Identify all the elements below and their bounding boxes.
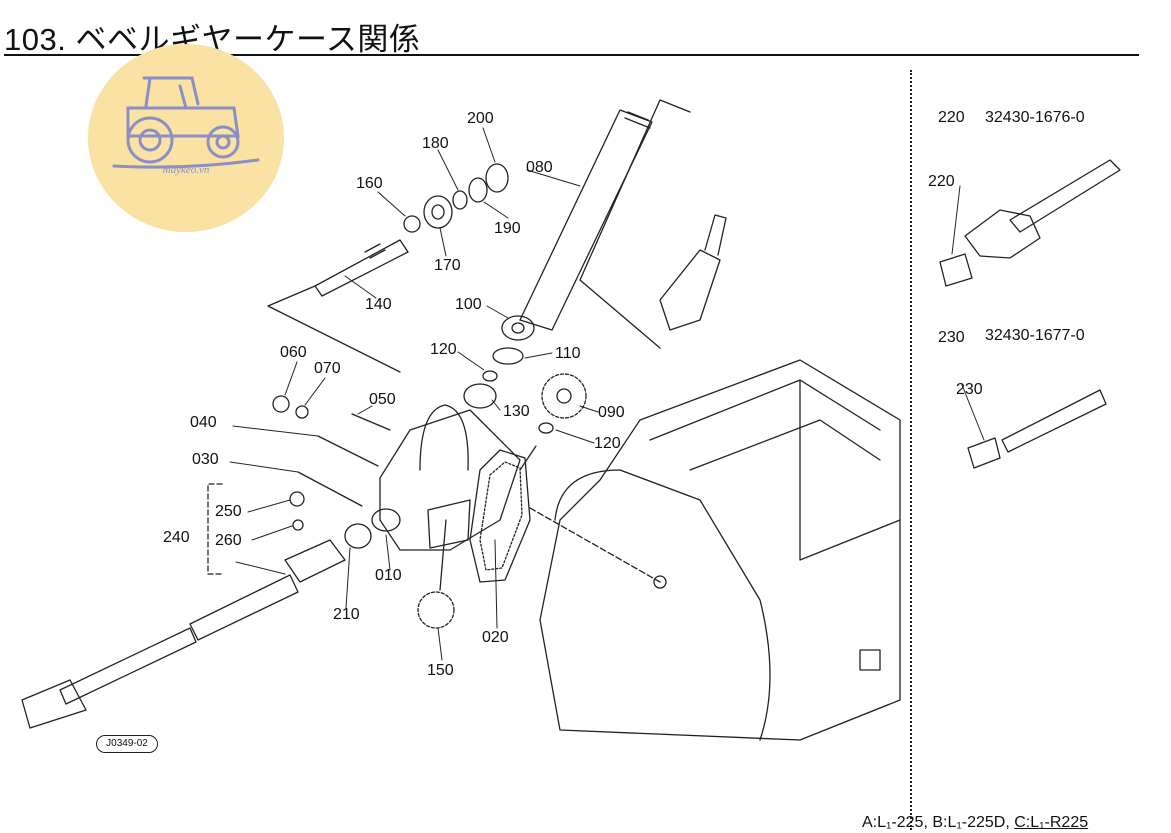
housing-side-edge [799,379,901,561]
phantom-line-150 [439,519,447,591]
part-label: 140 [365,296,392,313]
transmission-housing-outline [539,359,901,741]
gear-case-top-arch [419,404,469,471]
part-label: 240 [163,529,190,546]
gasket-inner [479,461,523,571]
universal-joint-top [659,249,721,331]
housing-inner-edge [689,419,881,471]
part-label: 030 [192,451,219,468]
part-label: 210 [333,606,360,623]
part-label: 020 [482,629,509,646]
bolt-250 [289,491,305,507]
alternate-part-number: 32430-1677-0 [985,327,1085,344]
shaft-080-splines [624,111,651,129]
bolt-040 [317,435,379,467]
alternate-number: 230 [938,329,965,346]
nut-060 [272,395,290,413]
alternate-callout: 220 [928,173,955,190]
phantom-line-140 [267,285,401,373]
drive-shaft [189,574,299,641]
snap-ring-180 [452,190,468,210]
gear-case-window [427,499,471,549]
model-applicability: A:L₁-225, B:L₁-225D, C:L₁-R225 [862,814,1088,832]
part-label: 200 [467,110,494,127]
bolt-050 [351,413,391,431]
part-label: 090 [598,404,625,421]
shaft-140 [314,239,409,297]
phantom-line-080 [579,99,691,349]
part-label: 160 [356,175,383,192]
part-label: 110 [555,345,581,362]
gear-090 [541,373,587,419]
part-label: 180 [422,135,449,152]
drawing-code: J0349-02 [96,735,158,753]
seal-160 [403,215,421,233]
part-label: 100 [455,296,482,313]
part-label: 070 [314,360,341,377]
bearing-170-inner [431,204,445,220]
phantom-line-housing [529,507,661,583]
bearing-130 [463,383,497,409]
gear-case-body [379,409,521,551]
column-divider [910,70,912,830]
bearing-210 [344,523,372,549]
part-label: 250 [215,503,242,520]
bearing-170 [423,195,453,229]
bolt-030 [297,471,363,507]
model-a: A:L₁-225, [862,814,928,831]
washer-260 [292,519,304,531]
universal-joint-end [21,679,87,729]
part-label: 060 [280,344,307,361]
seal-010 [371,508,401,532]
snap-ring-190 [468,177,488,203]
washer-120b [538,422,554,434]
alternate-part-number: 32430-1676-0 [985,109,1085,126]
part-label: 120 [594,435,621,452]
model-c: C:L₁-R225 [1014,814,1089,831]
watermark-text: maykeo.vn [162,164,210,176]
housing-boss [859,649,881,671]
alternate-number: 220 [938,109,965,126]
housing-bolt-hole [653,575,667,589]
part-label: 190 [494,220,521,237]
shaft-080 [519,109,653,331]
part-label: 130 [503,403,530,420]
part-label: 150 [427,662,454,679]
part-label: 170 [434,257,461,274]
part-label: 260 [215,532,242,549]
alternate-callout: 230 [956,381,983,398]
leader-lines [229,127,599,661]
alternate-parts-drawings [939,159,1121,469]
universal-joint-top-shaft [704,214,727,256]
collar-200 [485,163,509,193]
gear-090-hub [556,388,572,404]
gear-150 [417,591,455,629]
bearing-100 [501,315,535,341]
gasket-outline [469,449,531,583]
bearing-100-inner [511,322,525,334]
watermark-logo: maykeo.vn [88,44,284,232]
phantom-line-gear [519,445,537,471]
title-underline [4,54,1139,56]
part-label: 010 [375,567,402,584]
tractor-icon [112,76,260,169]
part-label: 050 [369,391,396,408]
washer-070 [295,405,309,419]
part-label: 080 [526,159,553,176]
universal-joint-main [284,539,346,583]
snap-ring-110 [492,347,524,365]
shaft-140-splines [364,243,386,259]
collar-120a [482,370,498,382]
drive-shaft-lower [59,627,197,705]
part-label: 120 [430,341,457,358]
housing-flange [554,469,771,741]
housing-top-edge [649,379,881,441]
part-label: 040 [190,414,217,431]
model-b: B:L₁-225D, [932,814,1010,831]
bracket-240 [207,483,223,575]
